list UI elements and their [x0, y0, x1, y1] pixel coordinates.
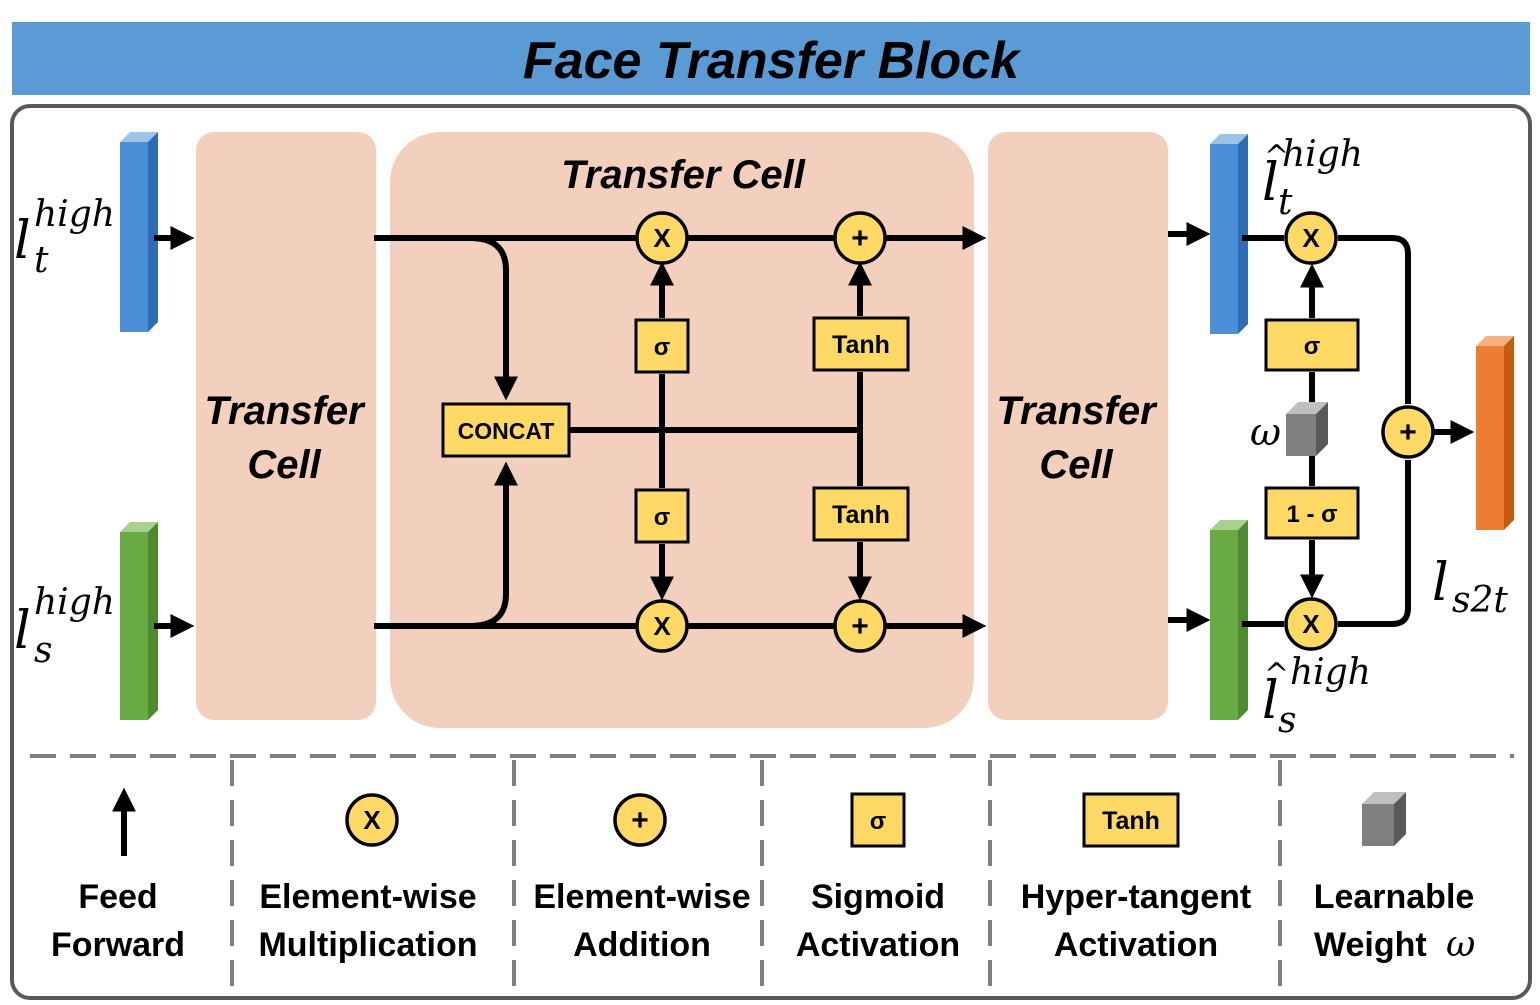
svg-text:+: +	[631, 804, 649, 837]
title-banner	[12, 22, 1530, 95]
learnable-weight-cube	[1286, 402, 1328, 456]
legend-tanh-line1: Hyper-tangent	[1021, 878, 1251, 916]
svg-text:σ: σ	[870, 808, 886, 835]
svg-text:^: ^	[1264, 139, 1289, 174]
svg-text:t: t	[34, 240, 49, 281]
add-op-top: +	[833, 211, 887, 265]
legend-weight-line2: Weight	[1314, 926, 1427, 964]
legend-add-line1: Element-wise	[533, 878, 750, 916]
svg-text:+: +	[1399, 416, 1417, 449]
svg-text:X: X	[1302, 223, 1320, 253]
transfer-cell-left	[196, 132, 376, 720]
diagram-title: Face Transfer Block	[523, 32, 1022, 90]
legend-cube-icon	[1362, 792, 1406, 846]
transfer-cell-left-label-1: Transfer	[204, 389, 366, 433]
mul-top-to-add	[1338, 235, 1411, 404]
transfer-cell-left-label-2: Cell	[247, 443, 321, 487]
svg-text:high: high	[1290, 652, 1371, 693]
svg-text:CONCAT: CONCAT	[458, 418, 555, 444]
mul-op-right-top: X	[1284, 211, 1338, 265]
label-lt-hat-high: l ^ t high	[1262, 134, 1363, 223]
mul-op-top: X	[635, 211, 689, 265]
legend-weight-line1: Learnable	[1314, 878, 1475, 916]
tanh-box-bottom: Tanh	[812, 486, 910, 542]
svg-text:X: X	[653, 611, 671, 641]
svg-text:t: t	[1278, 182, 1293, 223]
svg-text:X: X	[653, 223, 671, 253]
legend-feed-forward-line2: Forward	[51, 926, 185, 964]
sigma-box-right: σ	[1264, 318, 1360, 372]
transfer-cell-right	[988, 132, 1168, 720]
svg-text:l: l	[14, 601, 31, 661]
branch-bottom-to-concat	[469, 461, 518, 629]
legend-tanh-line2: Activation	[1054, 926, 1218, 964]
transfer-cell-right-label-1: Transfer	[996, 389, 1158, 433]
label-ls-hat-high: l ^ s high	[1262, 652, 1371, 741]
legend-mul-line1: Element-wise	[259, 878, 476, 916]
svg-text:X: X	[1302, 609, 1320, 639]
svg-text:Tanh: Tanh	[832, 331, 890, 359]
transfer-cell-center-label: Transfer Cell	[561, 153, 806, 197]
legend-feed-forward-line1: Feed	[78, 878, 157, 916]
sigma-box-bottom: σ	[634, 488, 690, 544]
svg-text:+: +	[851, 222, 869, 255]
feature-bar-ls-input	[120, 522, 158, 720]
svg-text:X: X	[363, 805, 381, 835]
outer-frame	[10, 104, 1532, 1000]
feature-bar-lt-hat	[1210, 134, 1248, 334]
label-ls2t: l s2t	[1432, 553, 1508, 621]
one-minus-sigma-box: 1 - σ	[1264, 486, 1360, 540]
svg-text:Tanh: Tanh	[1102, 807, 1160, 835]
add-op-bottom: +	[833, 599, 887, 653]
svg-text:σ: σ	[654, 504, 670, 531]
svg-text:s: s	[1278, 700, 1296, 741]
svg-text:high: high	[34, 194, 115, 235]
legend-sigma-icon: σ	[850, 792, 906, 848]
label-omega: ω	[1250, 410, 1281, 454]
svg-text:high: high	[34, 582, 115, 623]
legend-sigmoid-line1: Sigmoid	[811, 878, 945, 916]
svg-text:high: high	[1282, 134, 1363, 175]
label-ls-high: l s high	[14, 582, 115, 671]
svg-text:Tanh: Tanh	[832, 501, 890, 529]
legend-mul-line2: Multiplication	[258, 926, 477, 964]
svg-text:+: +	[851, 610, 869, 643]
feature-bar-lt-input	[120, 132, 158, 332]
svg-text:l: l	[14, 211, 31, 271]
legend-tanh-icon: Tanh	[1082, 792, 1180, 848]
label-lt-high: l t high	[14, 194, 115, 281]
legend-add-line2: Addition	[573, 926, 711, 964]
svg-text:s: s	[34, 630, 52, 671]
svg-text:s2t: s2t	[1452, 580, 1508, 621]
tanh-box-top: Tanh	[812, 316, 910, 372]
add-op-right: +	[1381, 405, 1435, 459]
branch-top-to-concat	[469, 235, 518, 401]
mul-bottom-to-add	[1338, 460, 1411, 627]
svg-text:l: l	[1262, 671, 1279, 731]
svg-text:σ: σ	[654, 334, 670, 361]
svg-text:σ: σ	[1304, 333, 1320, 360]
feature-bar-ls-hat	[1210, 520, 1248, 720]
legend-mul-icon: X	[345, 793, 399, 847]
concat-box: CONCAT	[441, 402, 571, 458]
svg-text:l: l	[1432, 553, 1449, 613]
svg-text:^: ^	[1264, 657, 1289, 692]
feature-bar-ls2t-output	[1476, 336, 1514, 530]
mul-op-right-bottom: X	[1284, 597, 1338, 651]
transfer-cell-right-label-2: Cell	[1039, 443, 1113, 487]
legend-sigmoid-line2: Activation	[796, 926, 960, 964]
svg-text:1 - σ: 1 - σ	[1286, 501, 1337, 528]
sigma-box-top: σ	[634, 318, 690, 374]
svg-text:l: l	[1262, 153, 1279, 213]
legend-weight-omega: ω	[1446, 924, 1475, 965]
legend-add-icon: +	[613, 793, 667, 847]
mul-op-bottom: X	[635, 599, 689, 653]
